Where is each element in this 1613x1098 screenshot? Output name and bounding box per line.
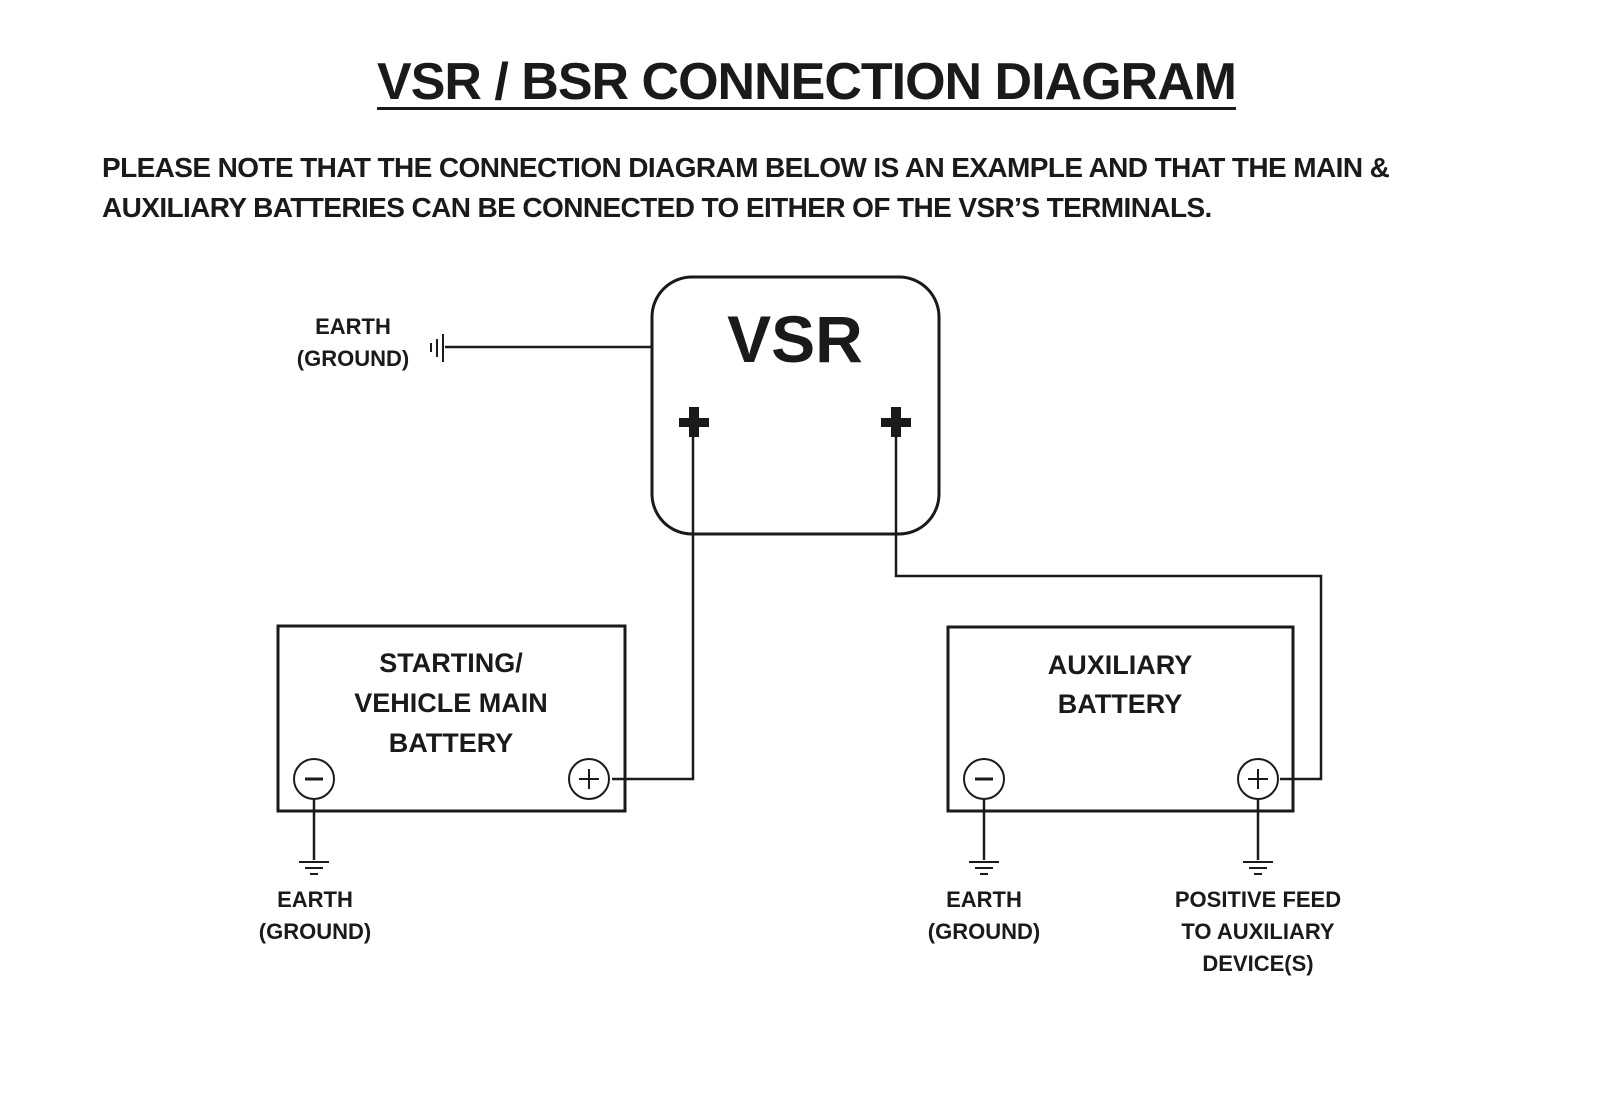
note-paragraph: PLEASE NOTE THAT THE CONNECTION DIAGRAM … xyxy=(102,148,1502,228)
main-ground-icon xyxy=(299,861,329,875)
plus-icon xyxy=(1248,769,1268,789)
vsr-label: VSR xyxy=(727,302,863,376)
vsr-right-plus-icon xyxy=(881,407,911,437)
feed-label-line2: TO AUXILIARY xyxy=(1181,919,1335,944)
feed-label-line3: DEVICE(S) xyxy=(1202,951,1313,976)
main-battery-label-line1: STARTING/ xyxy=(379,648,523,678)
main-earth-label-line2: (GROUND) xyxy=(259,919,371,944)
vsr-left-plus-icon xyxy=(679,407,709,437)
title-text: VSR / BSR CONNECTION DIAGRAM xyxy=(377,53,1237,111)
main-battery-label-line3: BATTERY xyxy=(389,728,514,758)
main-positive-terminal-icon xyxy=(568,758,610,800)
main-positive-wire xyxy=(612,430,695,781)
feed-ground-icon xyxy=(1243,861,1273,875)
vsr-unit-box xyxy=(650,275,941,536)
vsr-ground-icon xyxy=(430,334,444,362)
aux-earth-label-line2: (GROUND) xyxy=(928,919,1040,944)
aux-battery-label-line1: AUXILIARY xyxy=(1048,650,1193,680)
main-earth-label-line1: EARTH xyxy=(277,887,353,912)
main-battery-box xyxy=(276,624,627,813)
aux-battery-box xyxy=(946,625,1295,813)
feed-label-line1: POSITIVE FEED xyxy=(1175,887,1341,912)
vsr-earth-label-line2: (GROUND) xyxy=(297,346,409,371)
page-title: VSR / BSR CONNECTION DIAGRAM xyxy=(0,52,1613,112)
vsr-earth-label-line1: EARTH xyxy=(315,314,391,339)
aux-positive-wire xyxy=(894,430,1323,781)
aux-battery-label-line2: BATTERY xyxy=(1058,689,1183,719)
note-line-1: PLEASE NOTE THAT THE CONNECTION DIAGRAM … xyxy=(102,152,1390,183)
aux-ground-icon xyxy=(969,861,999,875)
note-line-2: AUXILIARY BATTERIES CAN BE CONNECTED TO … xyxy=(102,192,1212,223)
main-battery-label-line2: VEHICLE MAIN xyxy=(354,688,548,718)
plus-icon xyxy=(579,769,599,789)
aux-earth-label-line1: EARTH xyxy=(946,887,1022,912)
